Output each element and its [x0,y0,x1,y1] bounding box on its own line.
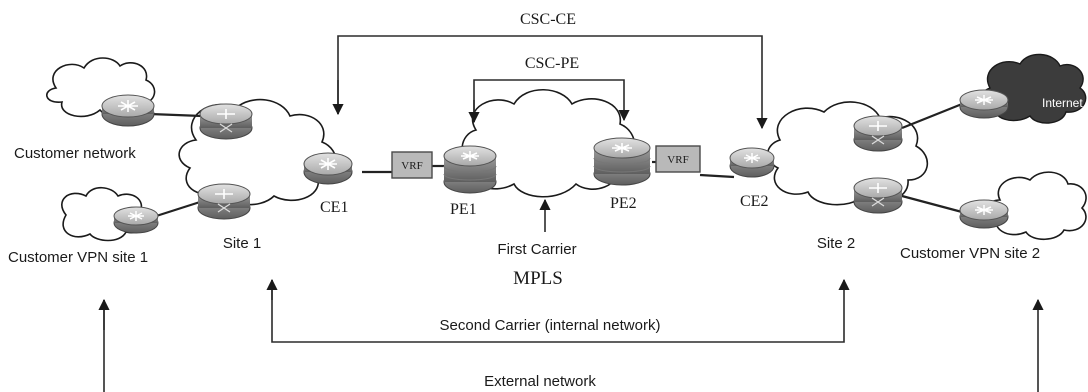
internet-label: Internet [1042,96,1083,110]
pe2-label: PE2 [610,195,637,212]
ce1-label: CE1 [320,199,348,216]
site-1-lower-router-icon [197,183,251,220]
pe1-router-icon [443,145,497,194]
first-carrier-label: First Carrier [497,241,576,258]
site-2-cloud [766,101,929,206]
external-network-label: External network [484,373,596,390]
link-s2r2-vpn2 [901,194,963,214]
site-1-label: Site 1 [223,235,261,252]
customer-vpn-site-1-label: Customer VPN site 1 [8,249,148,266]
link-s2r1-internet [901,102,963,130]
site-1-upper-router-icon [199,103,253,140]
vrf-left-label: VRF [401,160,422,172]
customer-vpn-site-2-label: Customer VPN site 2 [900,245,1040,262]
pe2-router-icon [593,137,651,186]
site-2-label: Site 2 [817,235,855,252]
second-carrier-bracket [271,278,850,343]
ce2-label: CE2 [740,193,768,210]
link-vrf-ce2 [699,173,735,179]
csc-ce-label: CSC-CE [520,11,576,28]
second-carrier-label: Second Carrier (internal network) [440,317,661,334]
customer-vpn-site-1-router-icon [113,206,159,234]
link-cust-net-r1 [149,112,203,118]
mpls-label: MPLS [513,268,563,289]
vrf-right-box: VRF [655,145,701,173]
site-2-lower-router-icon [853,177,903,214]
customer-network-router-icon [101,94,155,127]
csc-pe-label: CSC-PE [525,55,579,72]
ce1-router-icon [303,152,353,185]
internet-router-icon [959,89,1009,119]
site-2-upper-router-icon [853,115,903,152]
vrf-right-label: VRF [667,154,688,166]
vrf-left-box: VRF [391,151,433,179]
pe1-label: PE1 [450,201,477,218]
customer-network-label: Customer network [14,145,136,162]
csc-ce-bracket [337,35,768,130]
ce2-router-icon [729,147,775,178]
customer-vpn-site-2-router-icon [959,199,1009,229]
